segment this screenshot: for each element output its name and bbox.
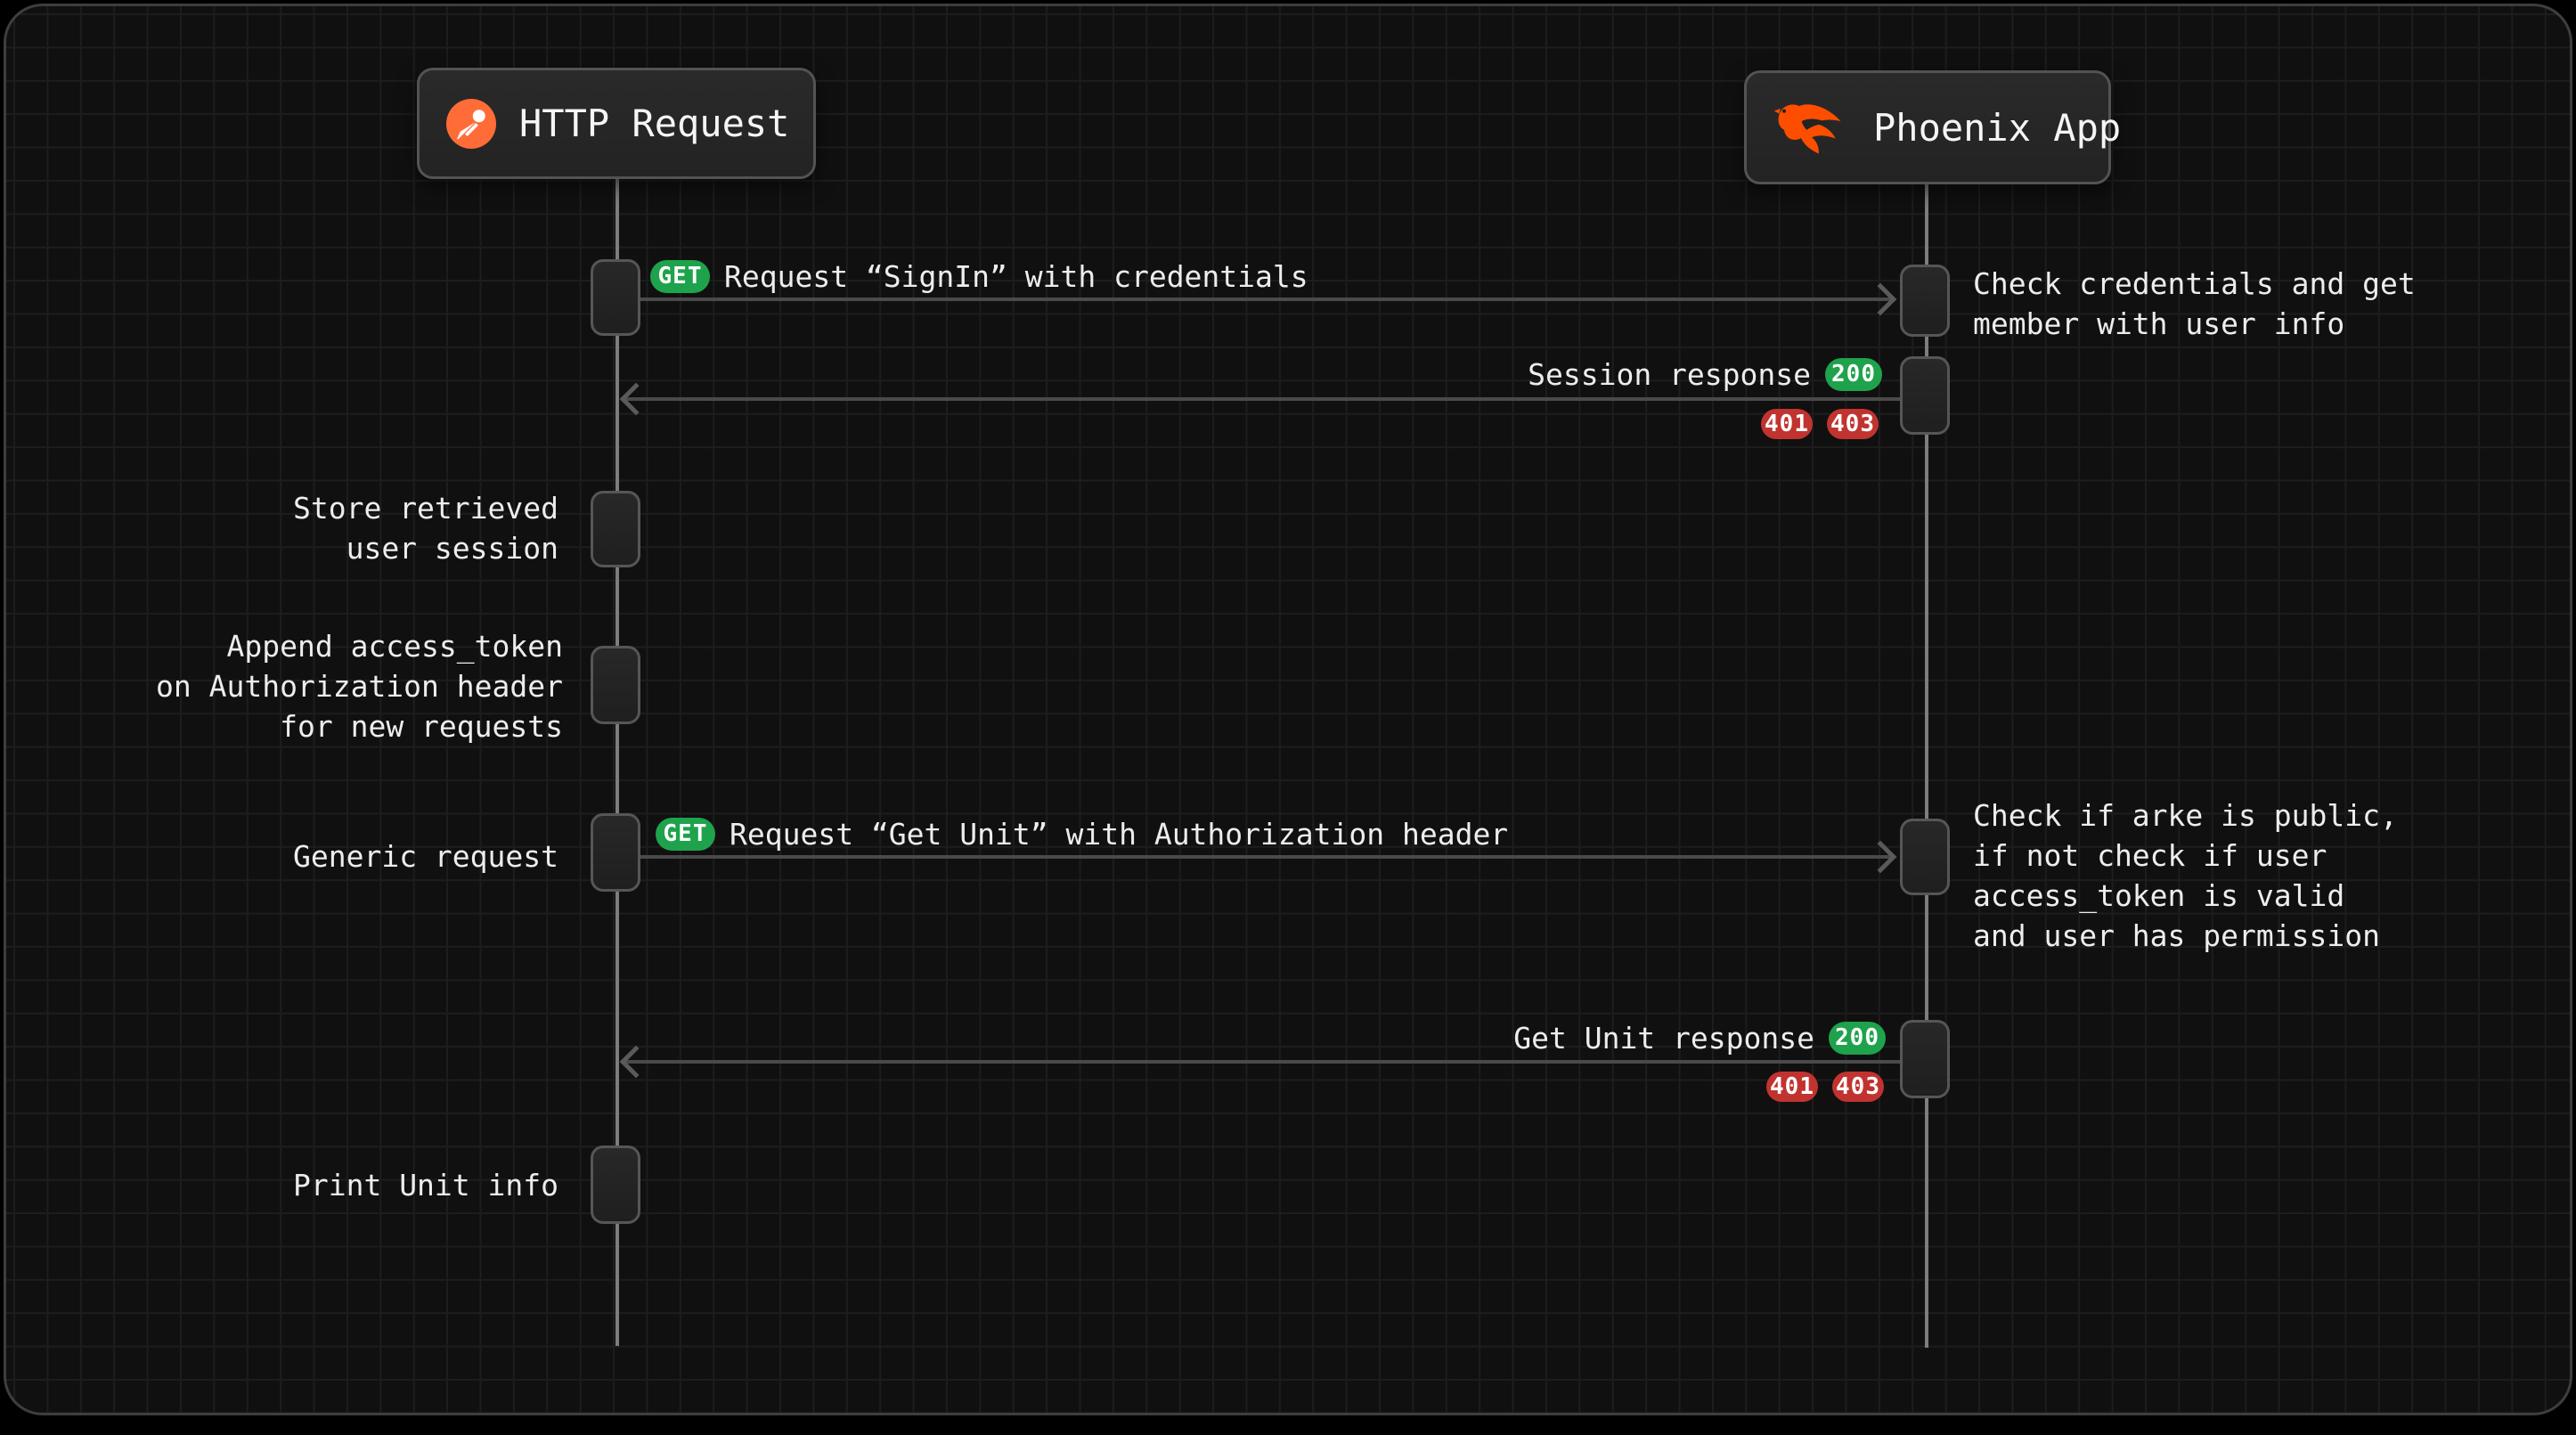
note-store-session: Store retrieved user session — [293, 488, 558, 568]
actor-http-request-label: HTTP Request — [519, 102, 789, 145]
get-unit-response-label: Get Unit response 200 — [1513, 1020, 1886, 1056]
server-activation-check-permissions — [1900, 819, 1950, 895]
get-unit-request-arrow — [640, 855, 1892, 859]
status-200-badge: 200 — [1829, 1022, 1886, 1055]
session-response-label: Session response 200 — [1528, 356, 1882, 392]
actor-phoenix-app-label: Phoenix App — [1873, 106, 2121, 150]
get-unit-request-text: Request “Get Unit” with Authorization he… — [730, 817, 1508, 852]
client-activation-print-unit — [591, 1146, 640, 1224]
note-append-token: Append access_token on Authorization hea… — [156, 626, 563, 746]
session-response-arrowhead — [620, 383, 653, 416]
note-check-permissions: Check if arke is public, if not check if… — [1973, 795, 2398, 956]
get-unit-request-arrowhead — [1864, 841, 1897, 874]
client-activation-store-session — [591, 491, 640, 567]
sequence-diagram-canvas: HTTP Request Phoenix App GET Request “Si… — [4, 4, 2572, 1415]
status-403-badge: 403 — [1827, 409, 1879, 439]
session-response-arrow — [624, 397, 1900, 401]
signin-request-text: Request “SignIn” with credentials — [724, 259, 1308, 294]
get-method-badge: GET — [650, 260, 710, 293]
session-response-text: Session response — [1528, 357, 1811, 392]
get-unit-response-error-badges: 401 403 — [1766, 1072, 1884, 1102]
client-activation-generic-request — [591, 813, 640, 892]
note-print-unit: Print Unit info — [293, 1165, 558, 1205]
status-401-badge: 401 — [1761, 409, 1813, 439]
status-403-badge: 403 — [1832, 1072, 1884, 1102]
note-check-credentials: Check credentials and get member with us… — [1973, 264, 2416, 344]
signin-request-arrowhead — [1864, 283, 1897, 316]
server-activation-get-unit-response — [1900, 1020, 1950, 1098]
actor-phoenix-app: Phoenix App — [1744, 70, 2111, 184]
session-response-error-badges: 401 403 — [1761, 409, 1879, 439]
client-activation-append-token — [591, 646, 640, 724]
client-activation-signin — [591, 259, 640, 336]
server-activation-check-credentials — [1900, 265, 1950, 337]
status-401-badge: 401 — [1766, 1072, 1818, 1102]
signin-request-label: GET Request “SignIn” with credentials — [650, 258, 1308, 294]
phoenix-icon — [1773, 100, 1850, 155]
get-unit-response-arrowhead — [620, 1046, 653, 1079]
actor-http-request: HTTP Request — [417, 68, 816, 179]
get-method-badge: GET — [656, 818, 715, 851]
get-unit-response-arrow — [624, 1060, 1900, 1064]
note-generic-request: Generic request — [293, 836, 558, 876]
signin-request-arrow — [640, 298, 1892, 301]
get-unit-response-text: Get Unit response — [1513, 1021, 1814, 1056]
status-200-badge: 200 — [1825, 358, 1882, 391]
server-activation-session-response — [1900, 356, 1950, 435]
postman-icon — [446, 99, 496, 149]
get-unit-request-label: GET Request “Get Unit” with Authorizatio… — [656, 816, 1508, 852]
